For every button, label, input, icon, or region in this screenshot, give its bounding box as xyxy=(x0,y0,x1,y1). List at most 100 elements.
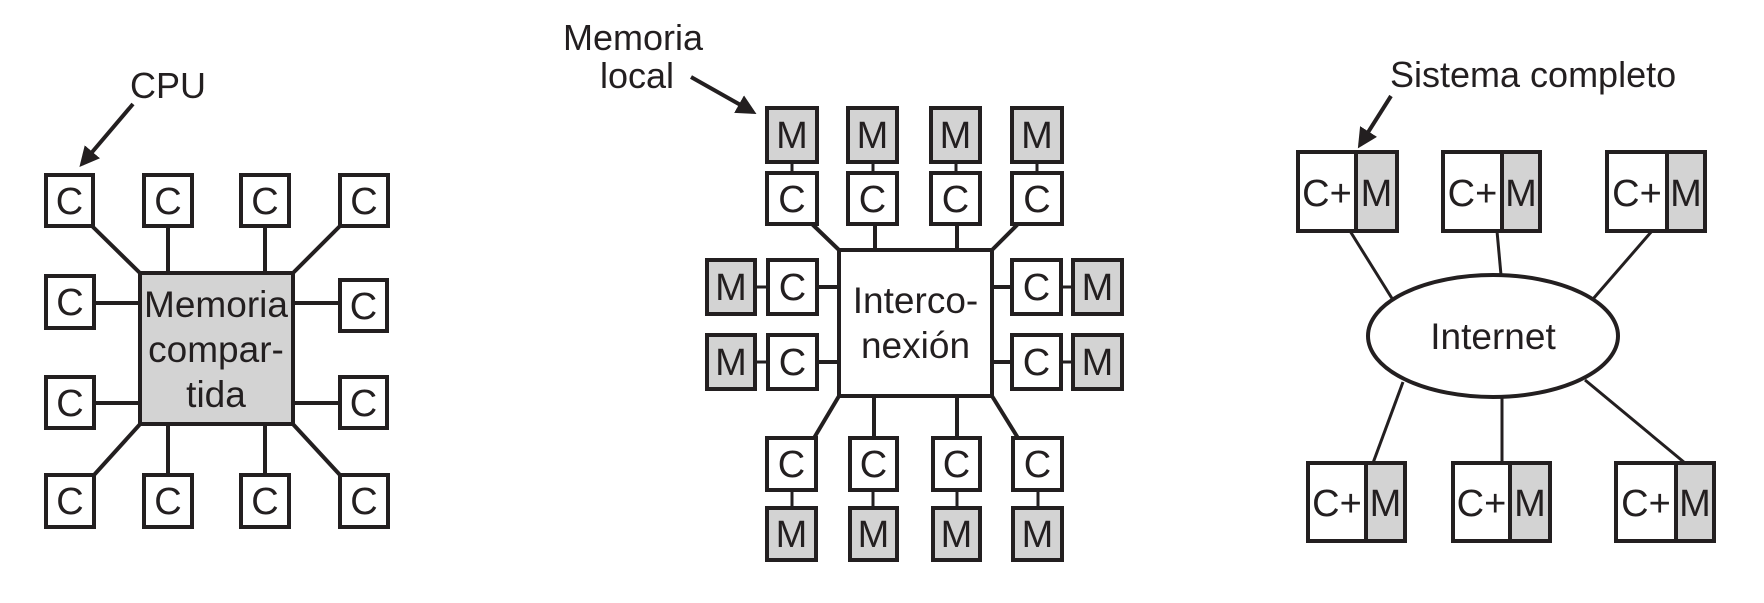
svg-text:C+: C+ xyxy=(1612,173,1662,215)
cpu xyxy=(766,333,819,391)
link xyxy=(92,420,144,477)
svg-text:C: C xyxy=(350,181,377,223)
svg-text:C: C xyxy=(251,481,278,523)
local-memory-annotation-line2: local xyxy=(600,55,674,96)
svg-text:M: M xyxy=(1505,173,1537,215)
svg-text:C: C xyxy=(251,181,278,223)
cpu-nodes: C C C C C C C C C C C C xyxy=(44,173,390,529)
svg-text:C+: C+ xyxy=(1457,483,1507,525)
local-memory xyxy=(765,106,819,164)
svg-text:M: M xyxy=(941,514,973,556)
node-top-4: M C xyxy=(1010,106,1064,226)
internet-label: Internet xyxy=(1430,316,1556,357)
local-memory xyxy=(1010,106,1064,164)
svg-text:M: M xyxy=(1670,173,1702,215)
cpu-node: C xyxy=(338,173,390,228)
svg-text:C: C xyxy=(1023,179,1050,221)
cpu-node: C xyxy=(44,274,96,330)
interconnect-label-line1: Interco- xyxy=(853,280,978,321)
shared-memory-label-line3: tida xyxy=(186,374,246,415)
svg-text:C+: C+ xyxy=(1448,173,1498,215)
svg-text:C: C xyxy=(1023,267,1050,309)
link xyxy=(289,420,342,477)
cpu-node: C xyxy=(142,473,194,529)
cpu-node: C xyxy=(239,173,291,228)
svg-text:C: C xyxy=(860,444,887,486)
internet-cloud xyxy=(1366,273,1620,399)
shared-memory-label-line1: Memoria xyxy=(144,284,288,325)
svg-text:C+: C+ xyxy=(1621,483,1671,525)
cpu-node: C xyxy=(338,473,390,529)
node-top-2: M C xyxy=(846,106,899,226)
svg-text:C: C xyxy=(350,286,377,328)
complete-system-node: C+ M xyxy=(1306,461,1407,543)
local-memory-annotation-line1: Memoria xyxy=(563,17,704,58)
svg-text:C: C xyxy=(779,267,806,309)
node-bottom-2: C M xyxy=(848,436,899,562)
svg-text:C: C xyxy=(154,481,181,523)
node-right-2: C M xyxy=(1010,333,1124,391)
svg-text:M: M xyxy=(776,115,808,157)
cpu-node: C xyxy=(239,473,291,529)
node-right-1: C M xyxy=(1010,258,1124,316)
internet-links xyxy=(1348,230,1686,465)
link xyxy=(289,224,342,277)
cpu-node: C xyxy=(44,375,96,430)
interconnect-label-line2: nexión xyxy=(861,325,970,366)
interconnect-block xyxy=(837,248,994,398)
cpu xyxy=(1011,436,1064,492)
cpu xyxy=(931,436,982,492)
local-memory xyxy=(931,506,982,562)
complete-system-annotation: Sistema completo xyxy=(1390,54,1676,95)
svg-text:C: C xyxy=(859,179,886,221)
annotation-arrow-icon xyxy=(1357,94,1393,149)
cpu xyxy=(848,436,899,492)
cpu xyxy=(765,171,819,226)
cpu xyxy=(1010,171,1064,226)
svg-text:C: C xyxy=(350,481,377,523)
complete-system-node: C+ M xyxy=(1614,461,1716,543)
local-memory xyxy=(848,506,899,562)
cpu-node: C xyxy=(142,173,194,228)
cpu-annotation: CPU xyxy=(130,65,206,106)
svg-text:C: C xyxy=(1023,342,1050,384)
message-passing-diagram: Interco- nexión M C M C M C M C M C M C xyxy=(563,17,1124,562)
svg-text:M: M xyxy=(776,514,808,556)
complete-system-node: C+ M xyxy=(1441,150,1542,233)
shared-memory-label-line2: compar- xyxy=(148,329,284,370)
interconnect-links xyxy=(755,162,1073,508)
cpu xyxy=(929,171,982,226)
annotation-arrow-icon xyxy=(79,102,135,168)
svg-text:M: M xyxy=(1082,342,1114,384)
local-memory xyxy=(765,506,818,562)
cpu xyxy=(766,258,819,316)
cpu-node: C xyxy=(338,278,389,333)
svg-text:M: M xyxy=(1370,483,1402,525)
svg-text:M: M xyxy=(1679,483,1711,525)
svg-text:M: M xyxy=(715,267,747,309)
svg-text:C: C xyxy=(779,342,806,384)
svg-text:C: C xyxy=(56,181,83,223)
svg-text:M: M xyxy=(940,115,972,157)
cpu xyxy=(1010,333,1063,391)
svg-text:C: C xyxy=(154,181,181,223)
svg-text:C: C xyxy=(56,481,83,523)
svg-text:C: C xyxy=(56,383,83,425)
cpu xyxy=(1010,258,1063,316)
svg-text:M: M xyxy=(1022,514,1054,556)
local-memory xyxy=(1011,506,1064,562)
svg-text:M: M xyxy=(1514,483,1546,525)
node-top-1: M C xyxy=(765,106,819,226)
node-bottom-1: C M xyxy=(765,436,818,562)
shared-memory-diagram: Memoria compar- tida C C C C C C C C C C… xyxy=(44,65,390,529)
local-memory xyxy=(846,106,899,164)
complete-system-node: C+ M xyxy=(1605,150,1707,233)
svg-text:C: C xyxy=(778,444,805,486)
cpu xyxy=(846,171,899,226)
local-memory xyxy=(705,333,757,391)
annotation-arrow-icon xyxy=(690,75,757,114)
node-left-1: M C xyxy=(705,258,819,316)
local-memory xyxy=(1071,258,1124,316)
shared-memory-links xyxy=(90,224,342,477)
